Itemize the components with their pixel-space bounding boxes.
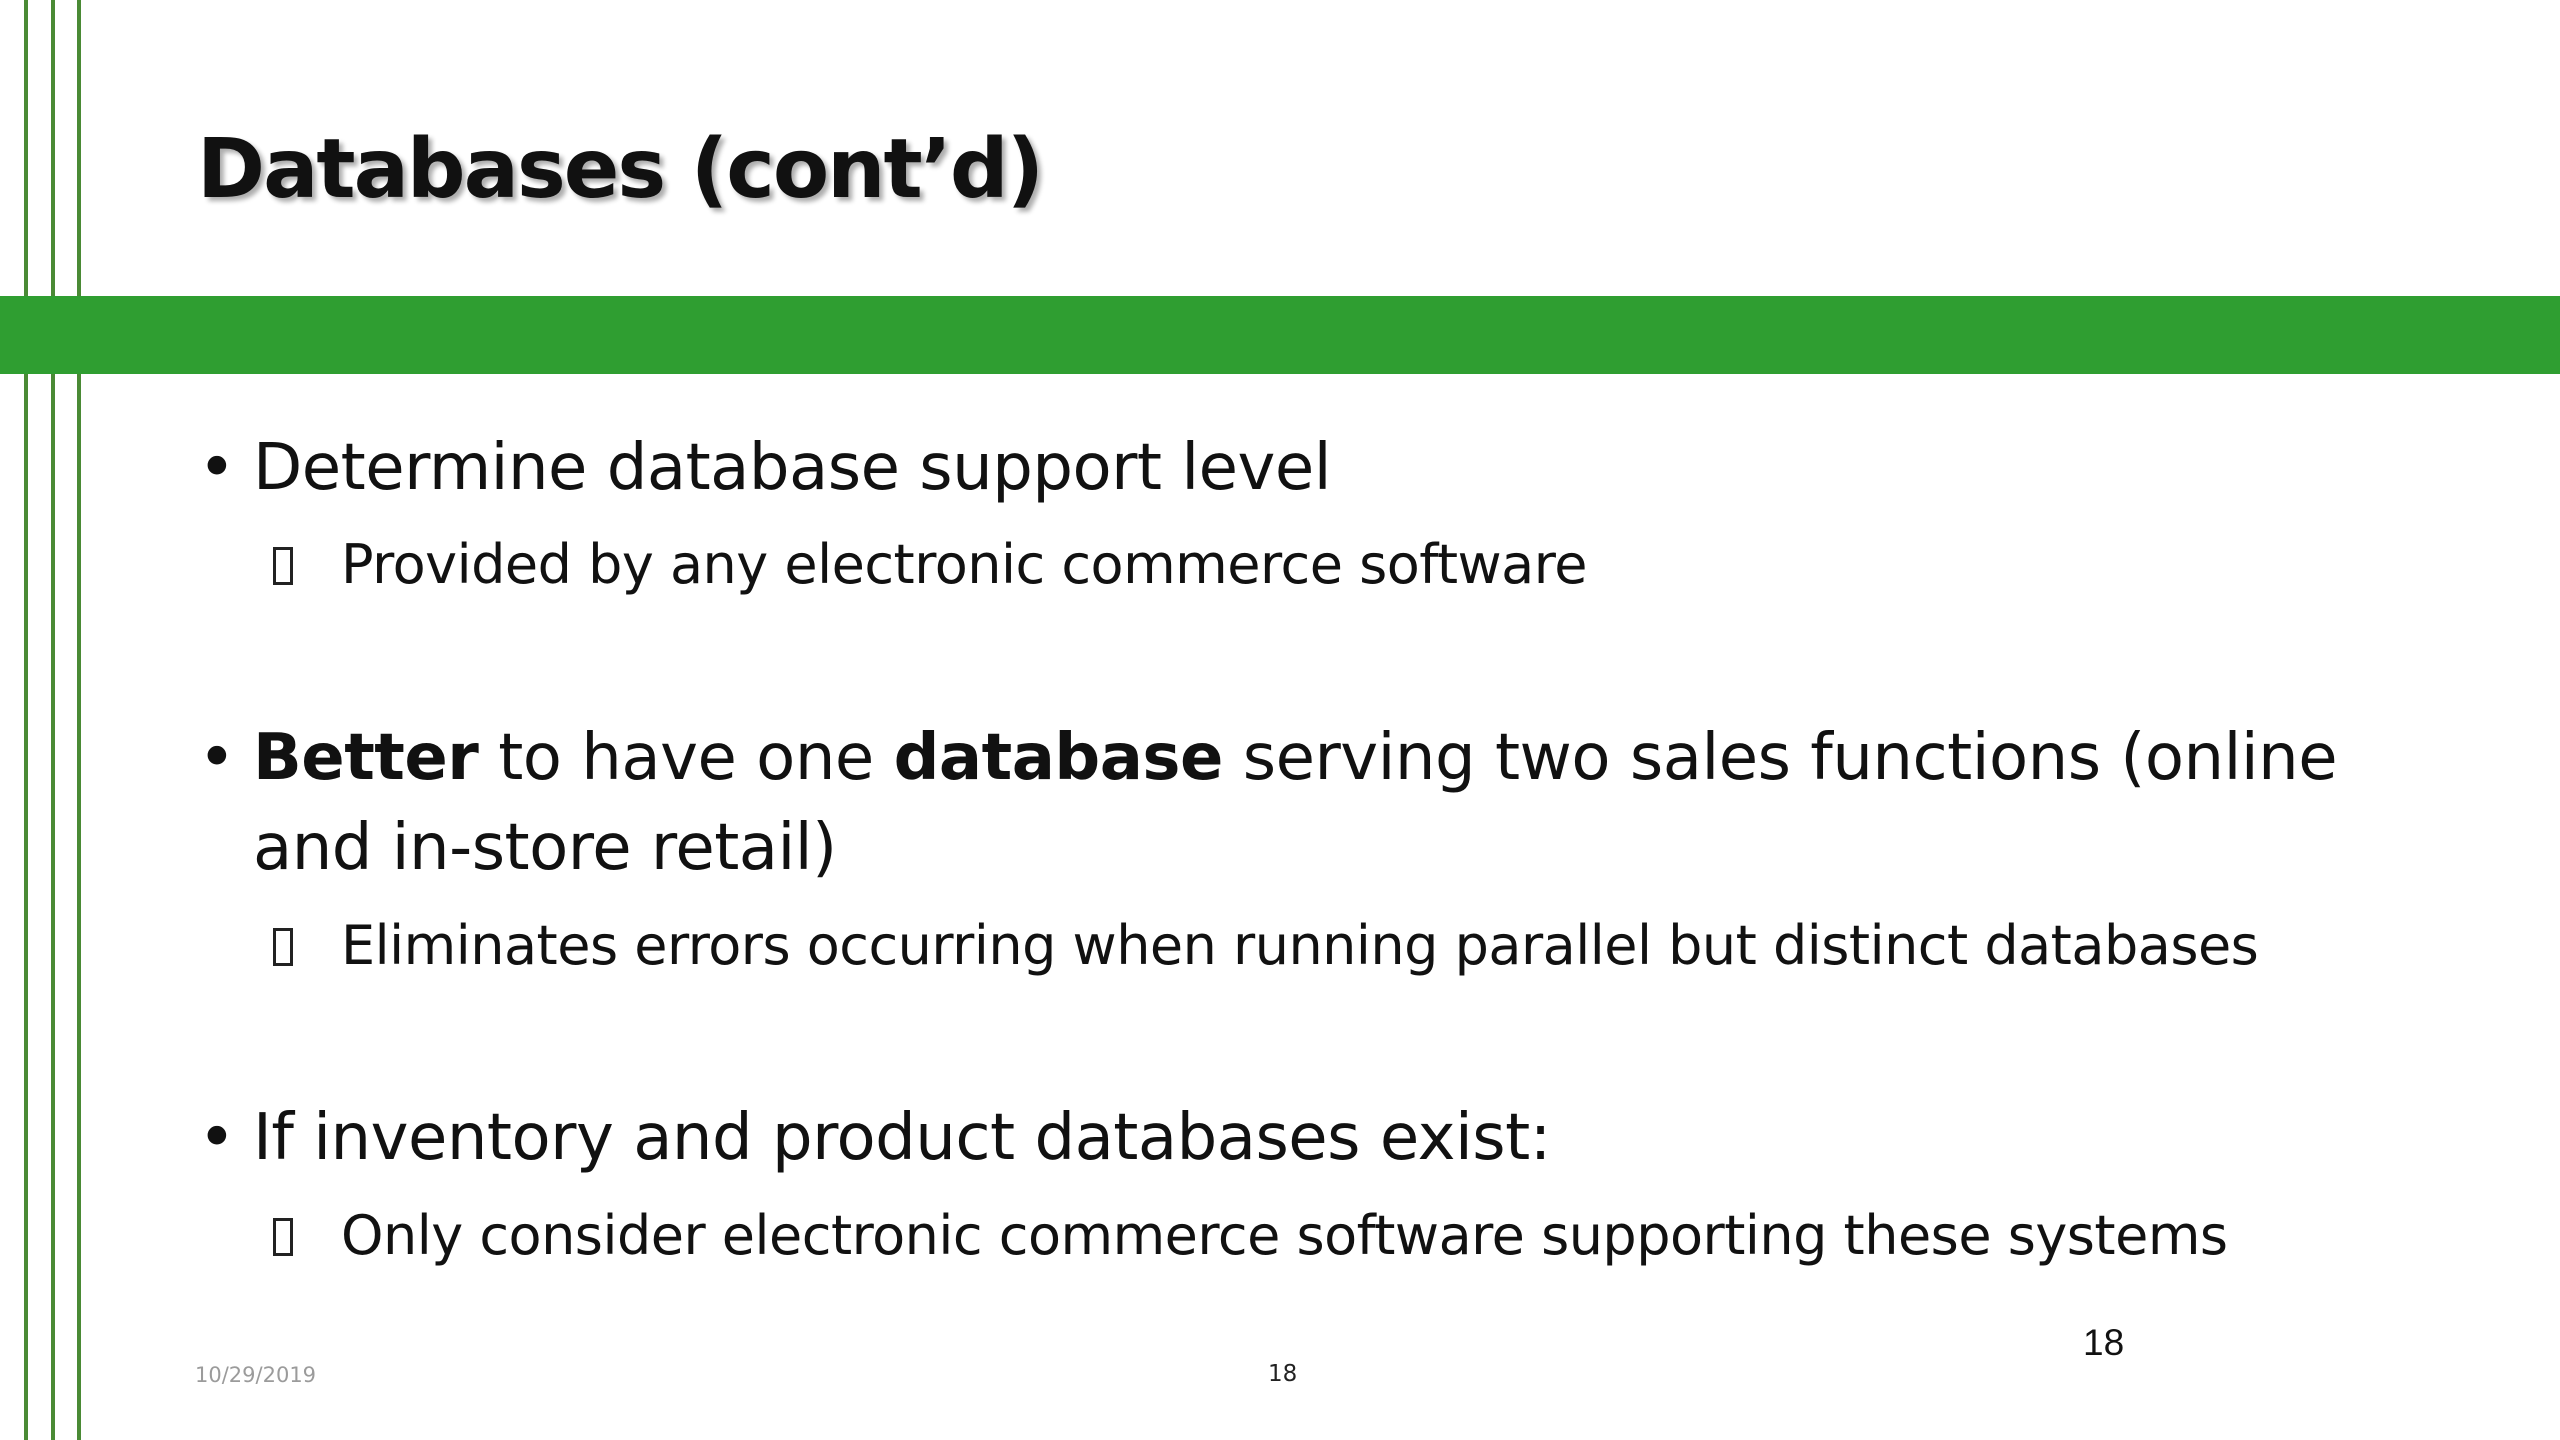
bullet-text-bold: database bbox=[893, 721, 1224, 795]
decorative-vertical-line bbox=[24, 0, 28, 1440]
bullet-marker: • bbox=[198, 431, 236, 505]
sub-bullet-text: Only consider electronic commerce softwa… bbox=[341, 1204, 2228, 1267]
sub-bullet-box-icon bbox=[273, 928, 293, 966]
sub-bullet-box-icon bbox=[273, 1218, 293, 1256]
sub-bullet-text: Eliminates errors occurring when running… bbox=[341, 914, 2259, 977]
bullet-text-run: serving two sales functions (online and … bbox=[253, 721, 2338, 885]
bullet-marker: • bbox=[198, 721, 236, 795]
title-accent-bar bbox=[0, 296, 2560, 374]
page-number: 18 bbox=[2083, 1322, 2125, 1363]
decorative-vertical-line bbox=[51, 0, 55, 1440]
decorative-vertical-line bbox=[77, 0, 81, 1440]
bullet-text-bold: Better bbox=[253, 721, 479, 795]
bullet-text-run: to have one bbox=[478, 721, 894, 795]
footer-date: 10/29/2019 bbox=[195, 1363, 317, 1387]
footer-slide-number: 18 bbox=[1268, 1361, 1298, 1387]
sub-bullet-text: Provided by any electronic commerce soft… bbox=[341, 533, 1588, 596]
bullet-text: If inventory and product databases exist… bbox=[253, 1101, 1551, 1175]
bullet-marker: • bbox=[198, 1101, 236, 1175]
sub-bullet-box-icon bbox=[273, 547, 293, 585]
bullet-text: Determine database support level bbox=[253, 431, 1332, 505]
slide-title: Databases (cont’d) bbox=[197, 122, 1044, 217]
bullet-text: Better to have one database serving two … bbox=[253, 713, 2373, 893]
